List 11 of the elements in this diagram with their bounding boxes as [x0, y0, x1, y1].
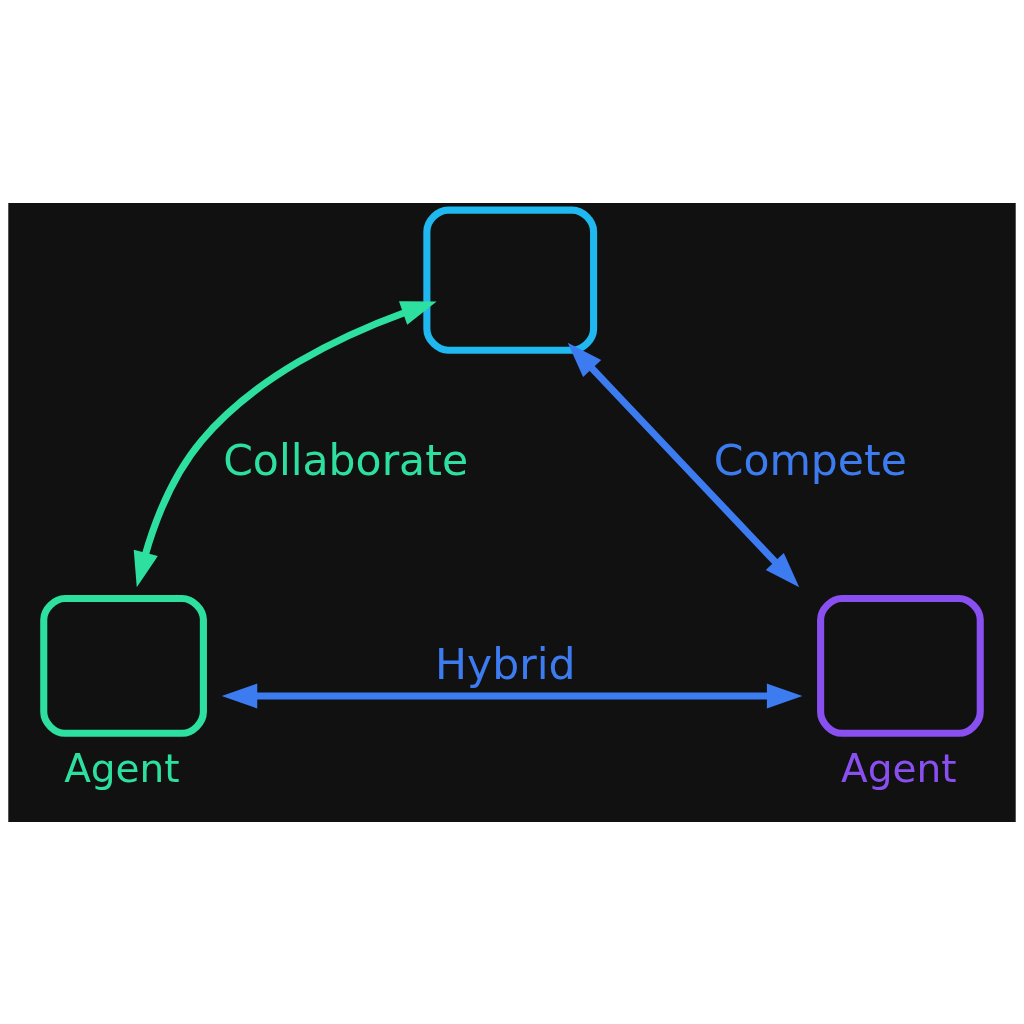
arrow	[567, 342, 800, 587]
node-label: Agent	[64, 745, 180, 791]
arrow	[221, 683, 803, 708]
node-person	[423, 206, 598, 354]
node-label: Agent	[841, 745, 957, 791]
arrow	[133, 300, 437, 587]
edge-label: Collaborate	[223, 434, 469, 485]
edge-label: Compete	[713, 434, 907, 485]
node-person	[40, 594, 207, 737]
edge-label: Hybrid	[434, 638, 576, 689]
node-person	[817, 594, 984, 737]
